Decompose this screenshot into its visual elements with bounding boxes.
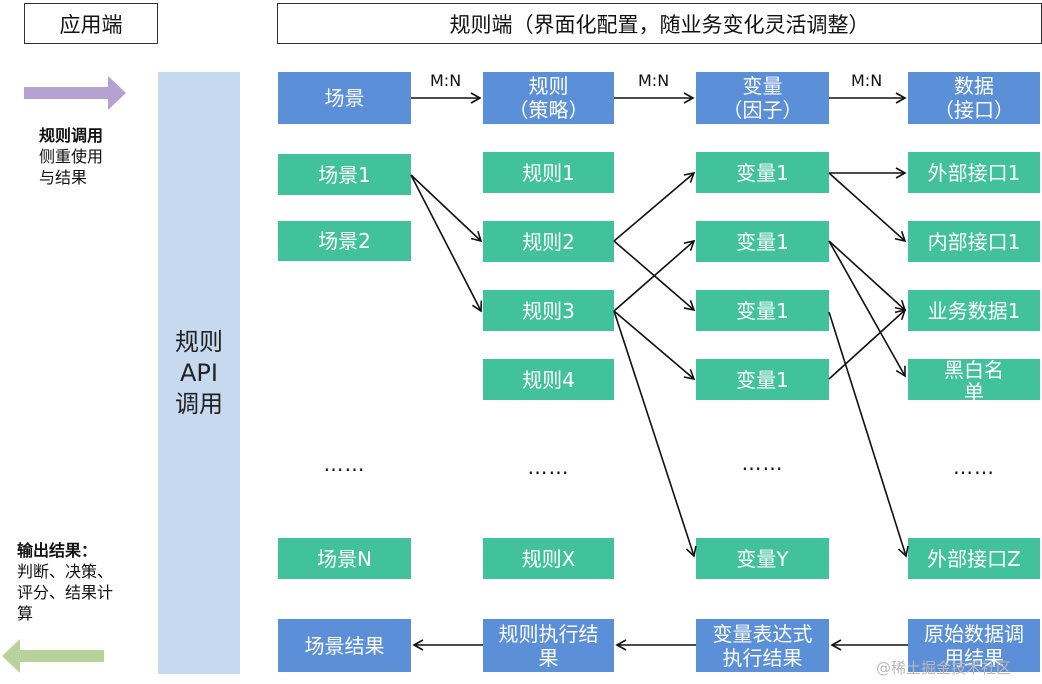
rule-item: 规则1 [483,152,614,193]
data-item: 外部接口1 [908,152,1040,193]
data-item: 黑白名 单 [908,359,1040,400]
scene-item: 场景N [278,538,411,579]
arrow-scene1-rule3 [410,174,483,313]
data-item: 业务数据1 [908,290,1040,331]
data-header-box: 数据 （接口） [908,72,1040,124]
variable-item: 变量1 [696,290,829,331]
rules-side-header: 规则端（界面化配置，随业务变化灵活调整） [277,3,1042,44]
variable-item: 变量1 [696,152,829,193]
arrow-scene1-rule2 [410,174,483,243]
scene-item: 场景2 [278,221,411,261]
arrow-var4-biz1 [828,308,907,380]
data-ellipsis: …… [953,455,995,479]
arrow-var3-extZ [828,311,909,558]
arrow-rule2-var1 [613,171,696,242]
rule-call-title: 规则调用 [39,126,104,145]
rule-header-box: 规则 （策略） [483,72,614,124]
app-side-header: 应用端 [24,3,158,44]
rule-result-box: 规则执行结 果 [483,619,614,672]
scene-header-box: 场景 [278,72,411,124]
output-arrow-icon [2,639,104,673]
variable-item: 变量1 [696,221,829,262]
data-result-box: 原始数据调 用结果 [908,619,1040,672]
rule-api-call-block: 规则 API 调用 [158,72,240,674]
relation-label: M:N [851,71,883,90]
scene-item: 场景1 [278,154,411,195]
output-desc: 判断、决策、 评分、结果计 算 [17,562,114,623]
arrow-var2-blacklist [828,240,906,378]
variable-item: 变量1 [696,359,829,400]
relation-label: M:N [638,71,670,90]
arrow-var1-int1 [828,172,907,243]
output-title: 输出结果： [17,541,98,560]
variable-item: 变量Y [696,538,829,579]
relation-label: M:N [430,71,462,90]
data-item: 内部接口1 [908,221,1040,262]
rule-item: 规则X [483,538,614,579]
rule-item: 规则3 [483,290,614,331]
rule-item: 规则4 [483,359,614,400]
scene-result-box: 场景结果 [278,619,411,672]
arrow-rule3-var4 [613,310,696,381]
rule-ellipsis: …… [527,455,570,479]
data-item: 外部接口Z [908,538,1040,579]
rule-item: 规则2 [483,221,614,262]
variable-ellipsis: …… [741,451,784,475]
scene-ellipsis: …… [323,452,366,476]
variable-header-box: 变量 （因子） [696,72,829,124]
variable-result-box: 变量表达式 执行结果 [696,619,829,672]
watermark: @稀土掘金技术社区 [876,659,1012,677]
arrow-rule3-var2 [613,239,696,312]
arrow-var2-biz1 [828,240,907,312]
rule-call-desc: 侧重使用 与结果 [39,147,104,187]
input-arrow-icon [24,76,126,110]
arrow-rule3-varY [613,310,697,558]
